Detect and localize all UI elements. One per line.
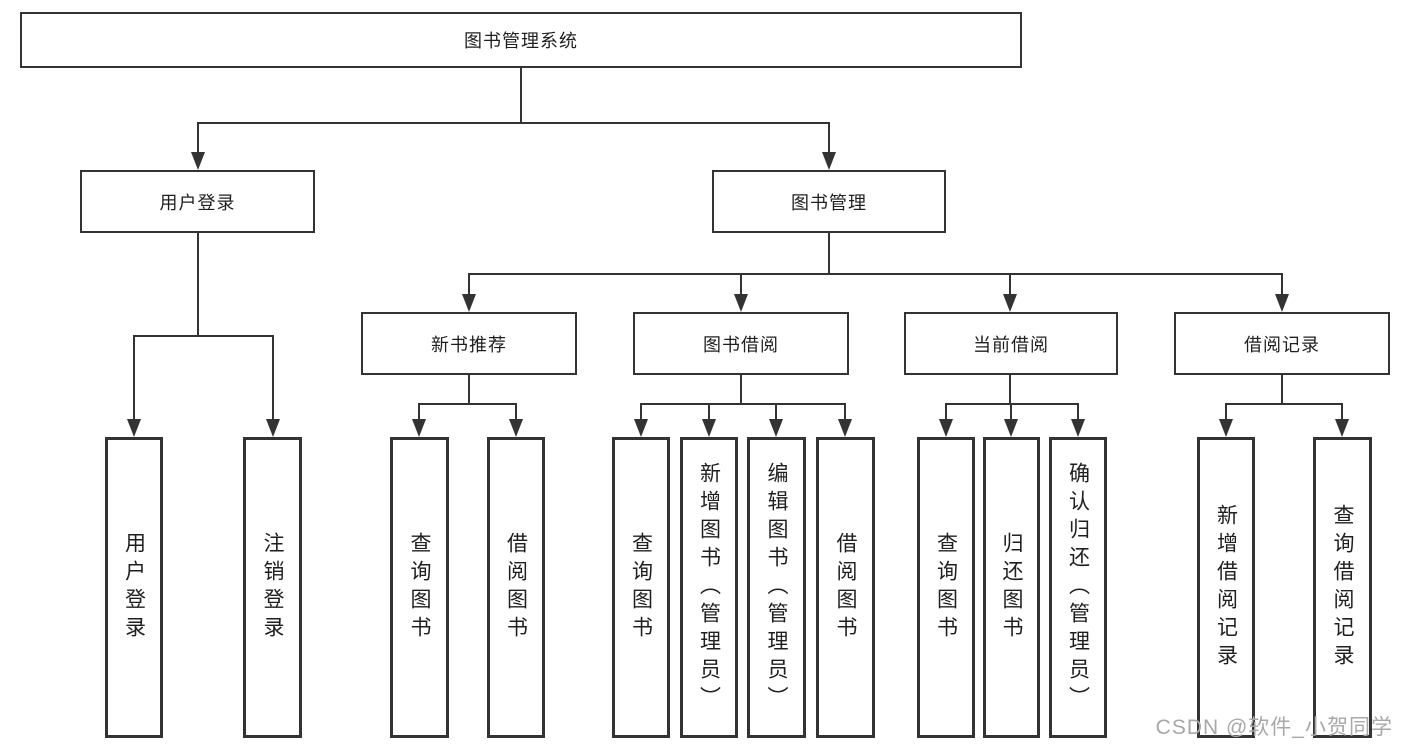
connector-line (197, 122, 199, 153)
arrow-down-icon (191, 152, 205, 170)
node-book-borrowing: 图书借阅 (633, 312, 849, 375)
connector-line (1010, 403, 1012, 420)
connector-line (197, 122, 830, 124)
arrow-down-icon (266, 419, 280, 437)
arrow-down-icon (1004, 419, 1018, 437)
connector-line (775, 403, 777, 420)
connector-line (197, 233, 199, 335)
csdn-watermark: CSDN @软件_小贺同学 (1155, 716, 1393, 739)
connector-line (844, 403, 846, 420)
connector-line (1281, 375, 1283, 403)
arrow-down-icon (1003, 294, 1017, 312)
node-label: 新书推荐 (431, 334, 507, 355)
leaf-label: 查询图书 (629, 531, 653, 644)
node-label: 图书管理 (791, 192, 867, 213)
leaf-query-books-recommend: 查询图书 (390, 437, 449, 738)
connector-line (133, 335, 135, 420)
leaf-borrow-books-recommend: 借阅图书 (487, 437, 545, 738)
connector-line (640, 403, 845, 405)
leaf-label: 新增借阅记录 (1214, 503, 1238, 672)
node-borrowing-records: 借阅记录 (1174, 312, 1390, 375)
connector-line (272, 335, 274, 420)
leaf-query-books-current: 查询图书 (917, 437, 975, 738)
arrow-down-icon (939, 419, 953, 437)
leaf-edit-book-admin: 编辑图书（管理员） (747, 437, 806, 738)
node-book-management: 图书管理 (712, 170, 946, 233)
node-label: 图书借阅 (703, 334, 779, 355)
arrow-down-icon (702, 419, 716, 437)
arrow-down-icon (838, 419, 852, 437)
leaf-return-book: 归还图书 (983, 437, 1040, 738)
leaf-user-login: 用户登录 (105, 437, 163, 738)
connector-line (828, 122, 830, 153)
leaf-query-borrow-record: 查询借阅记录 (1313, 437, 1372, 738)
connector-line (1225, 403, 1342, 405)
arrow-down-icon (734, 294, 748, 312)
connector-line (515, 403, 517, 420)
arrow-down-icon (822, 152, 836, 170)
connector-line (1341, 403, 1343, 420)
connector-line (640, 403, 642, 420)
leaf-label: 用户登录 (122, 531, 146, 644)
node-label: 借阅记录 (1244, 334, 1320, 355)
connector-line (1281, 273, 1283, 295)
connector-line (1225, 403, 1227, 420)
arrow-down-icon (769, 419, 783, 437)
arrow-down-icon (634, 419, 648, 437)
leaf-label: 注销登录 (261, 531, 284, 644)
node-label: 用户登录 (159, 192, 236, 213)
arrow-down-icon (462, 294, 476, 312)
node-label: 当前借阅 (973, 334, 1049, 355)
arrow-down-icon (509, 419, 523, 437)
connector-line (1009, 273, 1011, 295)
leaf-confirm-return-admin: 确认归还（管理员） (1049, 437, 1107, 738)
connector-line (468, 273, 1282, 275)
connector-line (468, 375, 470, 403)
leaf-label: 查询借阅记录 (1331, 503, 1354, 672)
connector-line (740, 273, 742, 295)
leaf-logout: 注销登录 (243, 437, 302, 738)
leaf-add-book-admin: 新增图书（管理员） (680, 437, 738, 738)
arrow-down-icon (127, 419, 141, 437)
leaf-label: 确认归还（管理员） (1066, 461, 1090, 714)
leaf-label: 查询图书 (934, 531, 958, 644)
connector-line (520, 68, 522, 122)
leaf-label: 借阅图书 (834, 531, 857, 644)
node-user-login-module: 用户登录 (80, 170, 315, 233)
node-new-book-recommendation: 新书推荐 (361, 312, 577, 375)
node-library-management-system: 图书管理系统 (20, 12, 1022, 68)
connector-line (468, 273, 470, 295)
leaf-query-books-borrowing: 查询图书 (612, 437, 670, 738)
leaf-label: 归还图书 (1000, 531, 1023, 644)
connector-line (1009, 375, 1011, 403)
arrow-down-icon (1335, 419, 1349, 437)
leaf-label: 借阅图书 (504, 531, 528, 644)
connector-line (133, 335, 274, 337)
connector-line (1077, 403, 1079, 420)
leaf-label: 编辑图书（管理员） (765, 461, 788, 714)
connector-line (418, 403, 516, 405)
node-label: 图书管理系统 (464, 31, 578, 51)
leaf-borrow-books-borrowing: 借阅图书 (816, 437, 875, 738)
leaf-add-borrow-record: 新增借阅记录 (1197, 437, 1255, 738)
arrow-down-icon (1275, 294, 1289, 312)
arrow-down-icon (1219, 419, 1233, 437)
leaf-label: 新增图书（管理员） (697, 461, 721, 714)
connector-line (708, 403, 710, 420)
node-current-borrowing: 当前借阅 (904, 312, 1118, 375)
connector-line (828, 233, 830, 273)
leaf-label: 查询图书 (408, 531, 431, 644)
arrow-down-icon (412, 419, 426, 437)
arrow-down-icon (1071, 419, 1085, 437)
connector-line (945, 403, 947, 420)
connector-line (418, 403, 420, 420)
connector-line (740, 375, 742, 403)
